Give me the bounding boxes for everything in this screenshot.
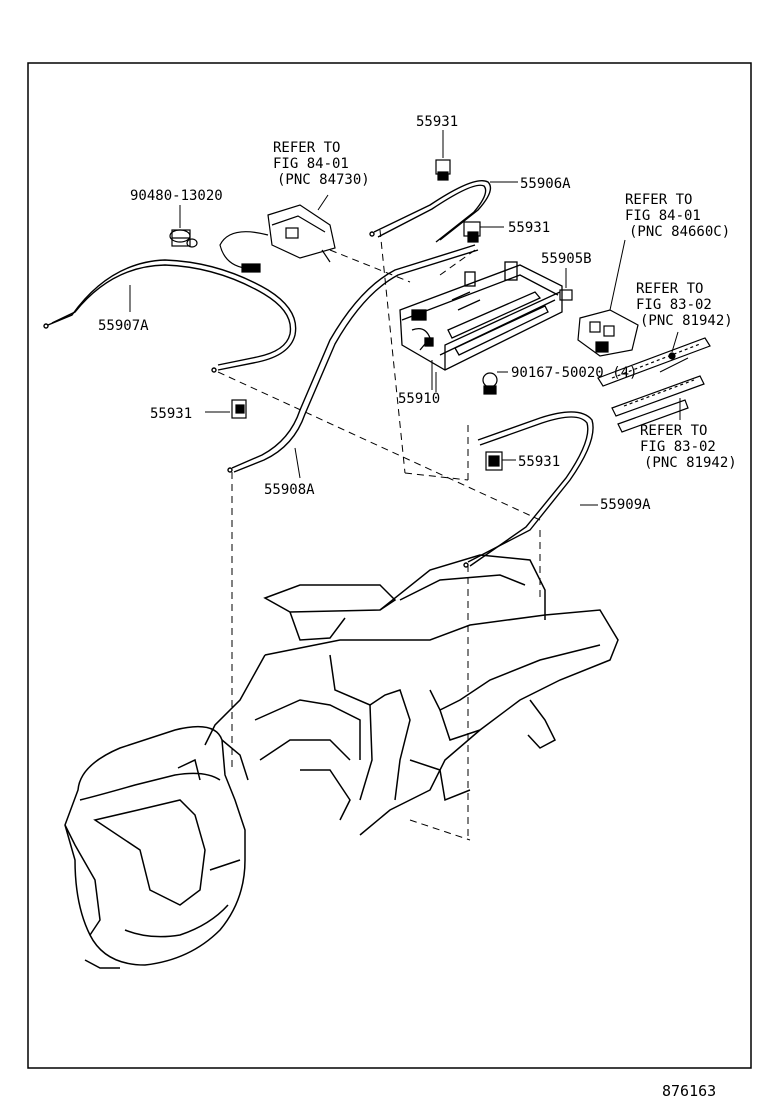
ref-84730-line3: (PNC 84730)	[277, 172, 370, 188]
ref-84660C-line1: REFER TO	[625, 192, 692, 208]
cable-55906A	[369, 180, 518, 243]
diagram-frame	[27, 62, 752, 1069]
switch-84660C	[577, 309, 639, 357]
ref-81942-b-line1: REFER TO	[640, 423, 707, 439]
lamp-strips-81942	[597, 337, 711, 433]
callout-55908A: 55908A	[264, 482, 315, 498]
cable-55908A	[227, 244, 479, 473]
callout-labels: 55931 55906A 55931 55905B 90167-50020 (4…	[98, 114, 651, 513]
ref-81942-b-line3: (PNC 81942)	[644, 455, 737, 471]
callout-55910: 55910	[398, 391, 440, 407]
clip-55931-middle	[463, 221, 504, 243]
callout-55931-right: 55931	[518, 454, 560, 470]
callout-90480-13020: 90480-13020	[130, 188, 223, 204]
clip-55931-right	[485, 451, 516, 471]
clip-55931-left	[205, 399, 247, 419]
projection-lines	[217, 229, 541, 841]
reference-84660C: REFER TO FIG 84-01 (PNC 84660C)	[625, 192, 730, 240]
ref-84660C-line3: (PNC 84660C)	[629, 224, 730, 240]
ref-84730-line1: REFER TO	[273, 140, 340, 156]
heater-unit-assembly	[64, 554, 619, 969]
reference-81942-upper: REFER TO FIG 83-02 (PNC 81942)	[636, 281, 733, 329]
figure-number: 876163	[662, 1082, 716, 1100]
callout-90167-50020: 90167-50020 (4)	[511, 365, 637, 381]
callout-55931-top: 55931	[416, 114, 458, 130]
ref-84660C-line2: FIG 84-01	[625, 208, 701, 224]
actuator-84730	[219, 204, 336, 273]
grommet-90480-13020	[169, 229, 198, 248]
reference-81942-lower: REFER TO FIG 83-02 (PNC 81942)	[640, 423, 737, 471]
callout-55907A: 55907A	[98, 318, 149, 334]
leader-lines	[129, 194, 679, 506]
ref-81942-a-line3: (PNC 81942)	[640, 313, 733, 329]
ref-81942-b-line2: FIG 83-02	[640, 439, 716, 455]
callout-55905B: 55905B	[541, 251, 592, 267]
ref-84730-line2: FIG 84-01	[273, 156, 349, 172]
cable-55907A	[43, 259, 297, 373]
callout-55931-middle: 55931	[508, 220, 550, 236]
reference-84730: REFER TO FIG 84-01 (PNC 84730)	[273, 140, 370, 188]
callout-55931-left: 55931	[150, 406, 192, 422]
ref-81942-a-line2: FIG 83-02	[636, 297, 712, 313]
callout-55906A: 55906A	[520, 176, 571, 192]
callout-55909A: 55909A	[600, 497, 651, 513]
cable-55909A	[463, 411, 594, 568]
control-head-55910	[399, 261, 563, 390]
knob-55905B	[559, 268, 573, 301]
ref-81942-a-line1: REFER TO	[636, 281, 703, 297]
screw-90167-50020	[482, 371, 508, 395]
clip-55931-top	[435, 130, 451, 181]
